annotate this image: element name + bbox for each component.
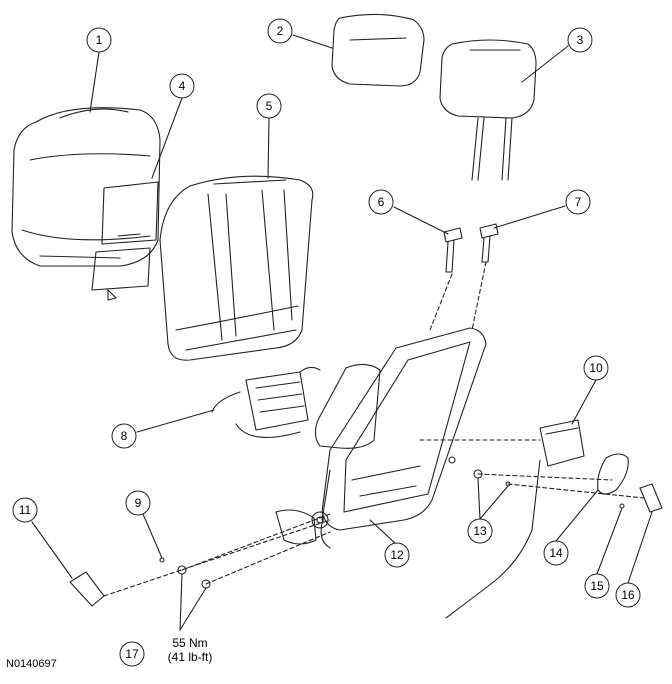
headrest-guide-right [479,223,499,263]
seat-module [445,419,585,619]
headrest-guide-left [443,227,463,273]
callout-5-label: 5 [266,99,273,113]
callout-14: 14 [543,540,569,566]
pivot-pin [69,571,105,607]
callout-15: 15 [584,573,610,599]
bolts [159,456,511,589]
callout-9: 9 [125,490,151,516]
torque-spec: 55 Nm (41 lb-ft) [150,636,230,664]
headrest-cover [331,13,425,87]
callout-11: 11 [12,497,38,523]
lumbar-support-assembly [211,366,321,438]
seat-back-frame [311,327,487,549]
callout-1-label: 1 [96,33,103,47]
seat-back-pad [159,175,314,361]
callout-3-label: 3 [577,33,584,47]
callout-7-label: 7 [575,195,582,209]
leader-lines [31,34,653,631]
callout-6-label: 6 [378,195,385,209]
callout-9-label: 9 [135,496,142,510]
side-airbag-module [314,363,381,449]
callout-4-label: 4 [179,79,186,93]
callout-1: 1 [86,27,112,53]
recliner-handle [639,483,663,513]
figure-id: N0140697 [6,658,57,670]
callout-17-label: 17 [125,647,139,661]
seat-back-panel [91,181,159,301]
callout-7: 7 [565,189,591,215]
headrest [439,39,537,181]
callout-13-label: 13 [473,524,487,538]
callout-12-label: 12 [390,548,404,562]
callout-2-label: 2 [277,24,284,38]
callout-10-label: 10 [589,361,603,375]
callout-16: 16 [615,582,641,608]
callout-10: 10 [583,355,609,381]
callout-5: 5 [256,93,282,119]
screw [619,503,625,509]
recliner-handle-bezel [597,453,629,495]
alignment-lines [103,261,645,597]
callout-3: 3 [567,27,593,53]
callout-13: 13 [467,518,493,544]
callout-8: 8 [111,423,137,449]
callout-8-label: 8 [121,429,128,443]
callout-2: 2 [267,18,293,44]
torque-metric: 55 Nm [172,636,208,650]
recliner-mechanism [275,509,317,545]
callout-14-label: 14 [549,546,563,560]
callout-17: 17 [119,641,145,667]
callout-6: 6 [368,189,394,215]
callout-4: 4 [169,73,195,99]
callout-11-label: 11 [19,503,32,517]
callout-16-label: 16 [621,588,635,602]
seat-back-cover [11,107,161,267]
callout-15-label: 15 [590,579,604,593]
torque-imperial: (41 lb-ft) [167,650,213,664]
callout-12: 12 [384,542,410,568]
